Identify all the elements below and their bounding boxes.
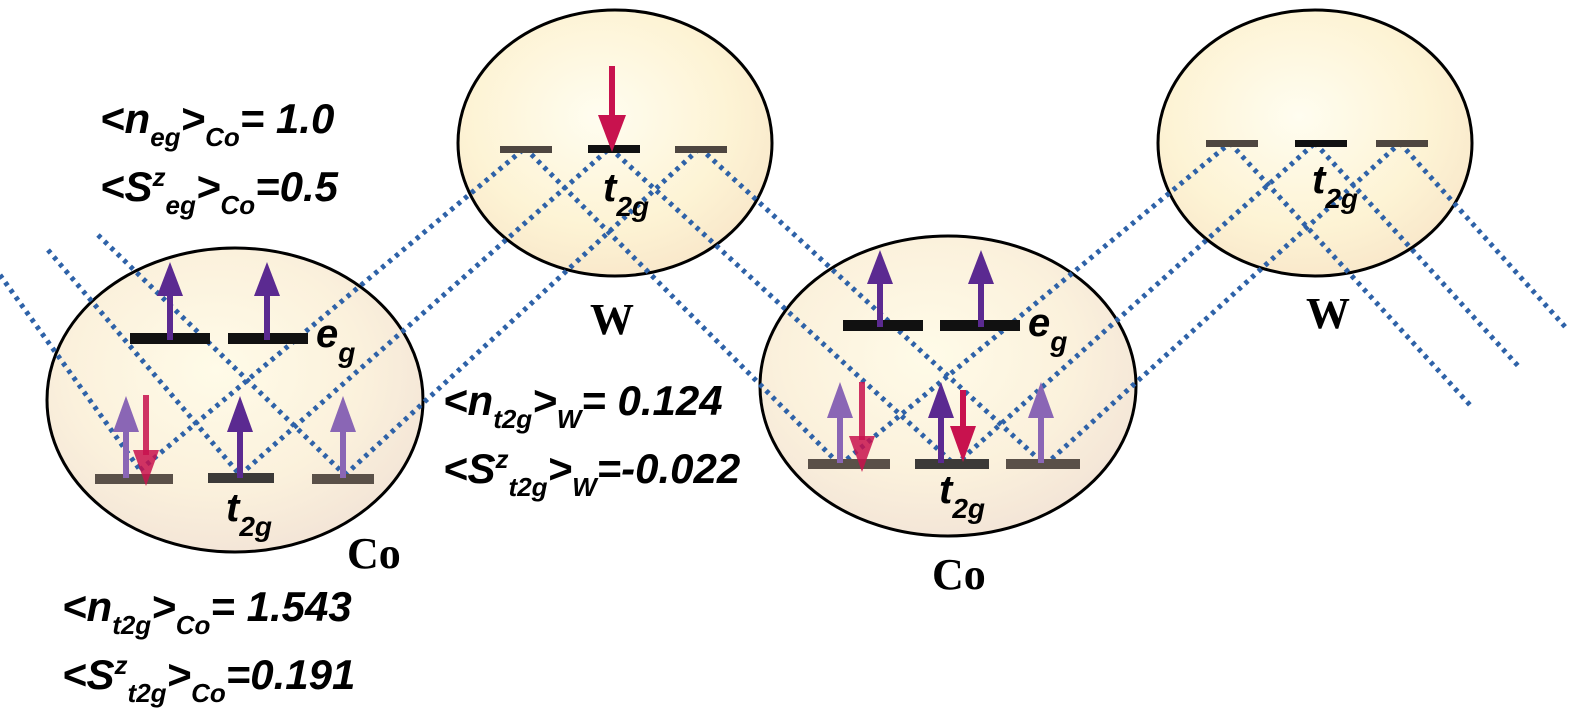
annotation-co-t2g-spin: <Szt2g>Co=0.191	[62, 650, 356, 709]
spin-up-arrowhead	[157, 262, 183, 296]
hopping-line	[238, 146, 612, 477]
spin-arrows	[113, 66, 1054, 486]
annotation-w-t2g-spin: <Szt2g>W=-0.022	[443, 444, 741, 503]
t2g-level	[1376, 140, 1428, 147]
orbital-label-t2g: t2g	[603, 166, 650, 222]
hopping-line	[96, 233, 347, 477]
hopping-line	[838, 141, 1232, 467]
hopping-line	[1398, 141, 1570, 332]
hopping-line	[1313, 141, 1522, 370]
orbital-label-eg: eg	[1028, 301, 1068, 357]
annotation-co-eg-spin: <Szeg>Co=0.5	[100, 162, 339, 221]
hopping-line	[46, 248, 242, 477]
hopping-lines	[0, 141, 1570, 477]
hopping-line	[608, 146, 957, 467]
t2g-level	[1206, 140, 1258, 147]
spin-up-arrowhead	[227, 396, 253, 432]
spin-up-arrowhead	[867, 250, 893, 284]
annotation-co-t2g-occupation: <nt2g>Co= 1.543	[62, 583, 352, 641]
spin-up-arrowhead	[1028, 382, 1054, 418]
t2g-level	[915, 459, 989, 469]
spin-up-arrowhead	[254, 262, 280, 296]
spin-down-arrowhead	[849, 436, 875, 472]
t2g-level	[95, 474, 173, 484]
site-label-co: Co	[932, 550, 986, 599]
spin-down-arrowhead	[133, 450, 159, 486]
spin-up-arrowhead	[928, 382, 954, 418]
hopping-line	[698, 146, 1047, 467]
spin-down-arrowhead	[950, 426, 976, 462]
t2g-level	[312, 474, 374, 484]
site-label-w: W	[1306, 289, 1350, 338]
t2g-level	[500, 146, 552, 153]
t2g-level	[808, 459, 890, 469]
t2g-level	[588, 145, 640, 153]
orbital-label-t2g: t2g	[939, 468, 986, 524]
annotation-w-t2g-occupation: <nt2g>W= 0.124	[443, 377, 723, 435]
spin-down-arrowhead	[598, 115, 626, 152]
hopping-line	[0, 273, 143, 472]
spin-up-arrowhead	[113, 396, 139, 432]
site-label-w: W	[590, 295, 634, 344]
hopping-line	[1043, 141, 1402, 467]
spin-up-arrowhead	[827, 382, 853, 418]
site-label-co: Co	[347, 529, 401, 578]
spin-up-arrowhead	[968, 250, 994, 284]
spin-up-arrowhead	[330, 396, 356, 432]
hopping-line	[138, 146, 527, 472]
orbital-label-t2g: t2g	[1312, 158, 1359, 214]
t2g-level	[675, 146, 727, 153]
t2g-level	[1006, 459, 1080, 469]
orbital-label-t2g: t2g	[226, 486, 273, 542]
annotation-co-eg-occupation: <neg>Co= 1.0	[100, 95, 335, 153]
hopping-line	[523, 146, 842, 467]
orbital-label-eg: eg	[316, 312, 356, 368]
t2g-level	[1295, 140, 1347, 147]
